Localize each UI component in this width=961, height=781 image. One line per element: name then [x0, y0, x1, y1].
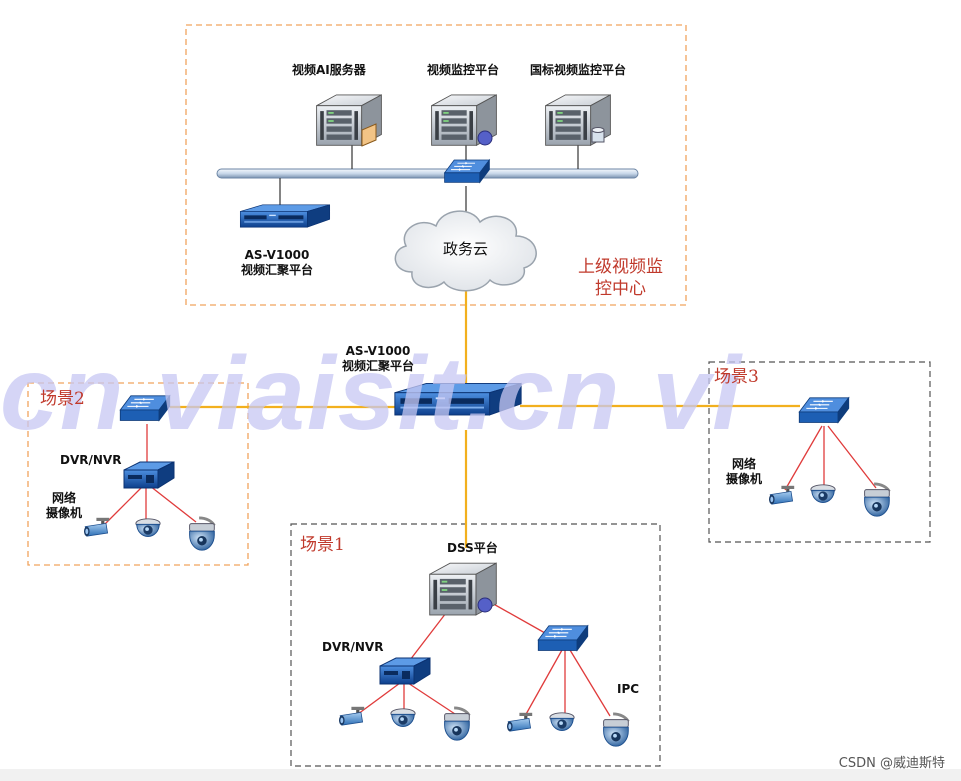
scene3-cameras-label: 网络 摄像机: [726, 457, 763, 486]
scene3-dome-camera-icon: [810, 484, 836, 503]
scene1-dome-camera-icon: [390, 708, 416, 727]
top-switch-icon: [444, 159, 490, 183]
scene3-switch-icon: [798, 397, 850, 424]
scene3-region: [708, 361, 931, 543]
ipc-dome-camera-icon: [549, 712, 575, 731]
scene1-dvr-label: DVR/NVR: [322, 640, 384, 654]
scene1-region-label: 场景1: [300, 535, 345, 555]
database-badge-icon: [591, 127, 605, 143]
credit-text: CSDN @威迪斯特: [838, 756, 945, 771]
scene3-links: [784, 425, 877, 491]
scene1-dvr-icon: [379, 657, 431, 685]
dss-label: DSS平台: [447, 541, 498, 555]
network-bus: [216, 168, 639, 179]
scene2-bullet-camera-icon: [83, 517, 110, 537]
upper-center-region-label: 上级视频监 控中心: [578, 257, 663, 299]
scene3-bullet-camera-icon: [768, 485, 795, 505]
scene3-region-label: 场景3: [714, 367, 759, 387]
upper-center-region: [185, 24, 687, 306]
scene2-cameras-label: 网络 摄像机: [46, 491, 83, 520]
ai-server-label: 视频AI服务器: [292, 63, 366, 77]
footer-bar: [0, 769, 961, 781]
scene2-switch-icon: [119, 395, 171, 422]
globe-badge-icon: [477, 130, 493, 146]
scene1-switch-icon: [537, 625, 589, 652]
scene2-dvr-label: DVR/NVR: [60, 453, 122, 467]
scene2-dvr-icon: [123, 461, 175, 489]
top-converge-label: AS-V1000 视频汇聚平台: [241, 248, 314, 277]
backbone-links: [170, 284, 800, 548]
scene1-region: [290, 523, 661, 767]
gb-platform-label: 国标视频监控平台: [530, 63, 627, 77]
scene1-links: [357, 601, 611, 717]
ipc-label: IPC: [617, 682, 640, 696]
scene2-dome-camera-icon: [135, 518, 161, 537]
cloud-label: 政务云: [443, 240, 489, 258]
gov-cloud-icon: [394, 210, 537, 292]
dss-globe-badge-icon: [477, 597, 493, 613]
ipc-ptz-camera-icon: [602, 712, 630, 748]
main-converge-appliance-icon: [394, 382, 522, 416]
main-converge-label: AS-V1000 视频汇聚平台: [342, 344, 415, 373]
scene2-region-label: 场景2: [40, 389, 85, 409]
scene1-ptz-camera-icon: [443, 706, 471, 742]
scene2-ptz-camera-icon: [188, 516, 216, 552]
ipc-bullet-camera-icon: [506, 712, 533, 732]
top-converge-appliance-icon: [239, 204, 331, 228]
scene2-region: [27, 382, 249, 566]
scene3-ptz-camera-icon: [863, 482, 891, 518]
monitor-platform-label: 视频监控平台: [427, 63, 500, 77]
ai-module-icon: [361, 123, 377, 147]
scene1-bullet-camera-icon: [338, 706, 365, 726]
